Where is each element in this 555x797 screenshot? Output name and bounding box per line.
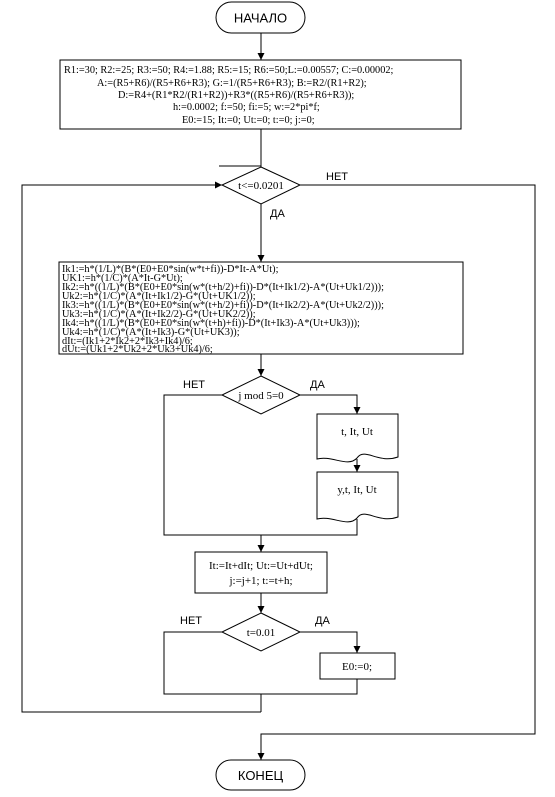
rk-line: Uk4:=h*(1/C)*(A*(It+Ik3)-G*(Ut+UK3));	[62, 327, 240, 338]
mod-condition-decision: j mod 5=0	[220, 375, 302, 415]
init-line: E0:=15; It:=0; Ut:=0; t:=0; j:=0;	[182, 115, 315, 126]
update-process-block: It:=It+dIt; Ut:=Ut+dUt; j:=j+1; t:=t+h;	[194, 551, 328, 594]
mod-condition-text: j mod 5=0	[237, 390, 284, 402]
t-condition-text: t=0.01	[247, 627, 276, 639]
connector	[163, 631, 261, 695]
loop-condition-decision: t<=0.0201	[220, 166, 302, 205]
rk-line: Ik2:=h*((1/L)*(B*(E0+E0*sin(w*(t+h/2)+fi…	[62, 282, 384, 293]
t-yes-label: ДА	[315, 615, 330, 627]
output-document-1: t, It, Ut	[316, 413, 399, 463]
loop-return-connector	[21, 181, 261, 713]
t-no-label: НЕТ	[180, 615, 202, 627]
loop-yes-label: ДА	[270, 208, 285, 220]
t-condition-decision: t=0.01	[220, 612, 302, 652]
rk-line: dIt:=(Ik1+2*Ik2+2*Ik3+Ik4)/6;	[62, 336, 193, 347]
output-document-2: y,t, It, Ut	[316, 471, 399, 523]
connector	[261, 679, 358, 695]
connector	[163, 394, 261, 536]
mod-yes-label: ДА	[310, 379, 325, 391]
connector	[300, 394, 361, 414]
rk-line: Ik3:=h*((1/L)*(B*(E0+E0*sin(w*(t+h/2)+fi…	[62, 300, 384, 311]
rk-line: Ik4:=h*((1/L)*(B*(E0+E0*sin(w*(t+h)+fi))…	[62, 318, 360, 329]
output1-text: t, It, Ut	[341, 426, 373, 438]
rk-line: Uk2:=h*(1/C)*(A*(It+Ik1/2)-G*(Ut+UK1/2))…	[62, 291, 256, 302]
init-line: h:=0.0002; f:=50; fi:=5; w:=2*pi*f;	[173, 102, 320, 113]
end-label: КОНЕЦ	[238, 768, 284, 783]
init-process-block: R1:=30; R2:=25; R3:=50; R4:=1.88; R5:=15…	[59, 59, 462, 130]
reset-process-block: E0:=0;	[319, 652, 396, 680]
start-terminator: НАЧАЛО	[215, 1, 306, 34]
loop-exit-connector	[257, 184, 536, 760]
rk-line: dUt:=(Uk1+2*Uk2+2*Uk3+Uk4)/6;	[62, 344, 213, 355]
mod-no-label: НЕТ	[183, 379, 205, 391]
runge-kutta-process-block: Ik1:=h*(1/L)*(B*(E0+E0*sin(w*t+fi))-D*It…	[58, 261, 464, 355]
update-line: It:=It+dIt; Ut:=Ut+dUt;	[209, 560, 313, 572]
output2-text: y,t, It, Ut	[337, 484, 376, 496]
connector	[300, 631, 361, 653]
rk-line: UK1:=h*(1/C)*(A*It-G*Ut);	[62, 273, 183, 284]
loop-condition-text: t<=0.0201	[238, 180, 284, 192]
reset-text: E0:=0;	[342, 661, 372, 673]
init-line: D:=R4+(R1*R2/(R1+R2))+R3*((R5+R6)/(R5+R6…	[118, 90, 354, 101]
connector	[261, 519, 358, 536]
start-label: НАЧАЛО	[234, 11, 287, 26]
end-terminator: КОНЕЦ	[215, 759, 306, 791]
init-line: A:=(R5+R6)/(R5+R6+R3); G:=1/(R5+R6+R3); …	[97, 78, 367, 89]
init-line: R1:=30; R2:=25; R3:=50; R4:=1.88; R5:=15…	[64, 65, 394, 76]
rk-line: Uk3:=h*(1/C)*(A*(It+Ik2/2)-G*(Ut+UK2/2))…	[62, 309, 256, 320]
rk-line: Ik1:=h*(1/L)*(B*(E0+E0*sin(w*t+fi))-D*It…	[62, 264, 279, 275]
loop-no-label: НЕТ	[326, 171, 348, 183]
update-line: j:=j+1; t:=t+h;	[228, 575, 292, 587]
